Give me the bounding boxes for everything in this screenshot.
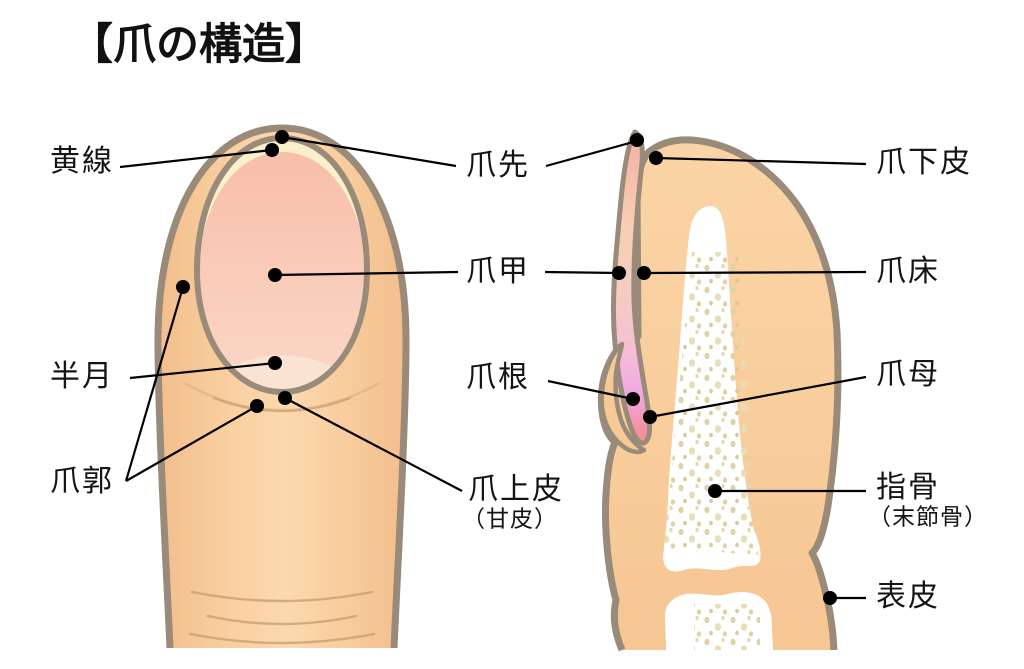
xsection-body-outline	[597, 136, 842, 652]
marker-nail-bed	[637, 266, 651, 280]
label-nail-plate: 爪甲	[466, 255, 530, 288]
marker-yellow-line	[265, 143, 279, 157]
finger-top-view	[154, 124, 410, 649]
marker-nail-tip-left	[275, 130, 289, 144]
finger-body-outline	[154, 124, 410, 649]
marker-phalanx	[708, 484, 722, 498]
marker-nail-fold-side	[176, 280, 190, 294]
leader-nail-root	[547, 379, 634, 401]
label-nail-bed: 爪床	[876, 255, 940, 288]
leader-nail-plate-left	[274, 270, 459, 277]
page-title: 【爪の構造】	[70, 21, 328, 69]
marker-nail-tip-right	[630, 133, 644, 147]
nail-pink-body	[197, 152, 367, 392]
label-nail-root: 爪根	[466, 361, 530, 394]
marker-lunula	[268, 356, 282, 370]
marker-dots	[176, 130, 837, 605]
leader-nail-tip-right	[545, 139, 638, 168]
marker-eponychium	[278, 391, 292, 405]
label-eponychium-sub: （甘皮）	[462, 505, 558, 532]
leader-nail-fold-side	[124, 286, 185, 482]
leader-hyponychium	[655, 156, 867, 166]
leader-nail-tip-left	[281, 135, 457, 168]
label-eponychium: 爪上皮	[468, 473, 564, 506]
leader-yellow-line	[119, 148, 273, 169]
marker-nail-plate-left	[268, 268, 282, 282]
phalanx-bones	[663, 206, 773, 650]
bone-speckles-upper	[664, 252, 758, 555]
skin-creases	[184, 382, 380, 645]
label-nail-matrix: 爪母	[876, 358, 940, 391]
leader-lunula	[129, 361, 276, 380]
marker-nail-root	[626, 392, 640, 406]
label-phalanx-sub: （末節骨）	[868, 503, 988, 530]
label-hyponychium: 爪下皮	[876, 146, 972, 179]
finger-cross-section	[597, 129, 842, 652]
leader-nail-matrix	[649, 375, 867, 419]
label-yellow-line: 黄線	[50, 145, 114, 178]
label-nail-fold: 爪郭	[50, 465, 114, 498]
leader-nail-fold-base	[125, 405, 258, 482]
label-nail-tip: 爪先	[466, 149, 530, 182]
nail-plate-side-view	[610, 129, 653, 446]
label-epidermis: 表皮	[876, 580, 940, 613]
bone-speckles-lower	[694, 604, 760, 650]
marker-epidermis	[823, 591, 837, 605]
leader-lines	[119, 135, 867, 600]
marker-nail-plate-right	[612, 266, 626, 280]
marker-nail-fold-base	[250, 399, 264, 413]
marker-hyponychium	[649, 151, 663, 165]
leader-eponychium	[284, 397, 463, 492]
marker-nail-matrix	[643, 410, 657, 424]
label-lunula: 半月	[50, 360, 114, 393]
leader-nail-bed	[643, 270, 867, 275]
leader-nail-plate-right	[544, 270, 620, 275]
label-phalanx: 指骨	[876, 471, 940, 504]
